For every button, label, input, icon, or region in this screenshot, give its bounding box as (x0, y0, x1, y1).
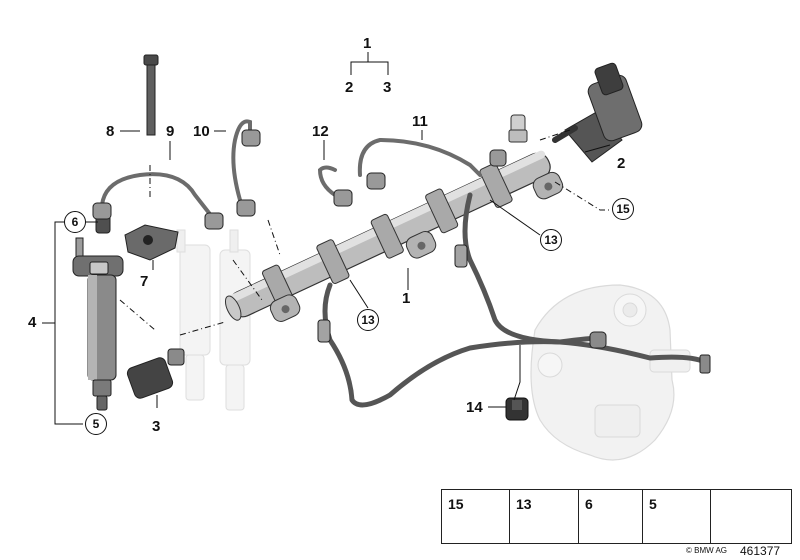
callout-5: 5 (85, 413, 107, 435)
callout-11: 11 (412, 113, 428, 130)
callout-1-rail: 1 (402, 290, 411, 307)
clamp-bolt (143, 54, 159, 136)
hp-line-fittings (317, 244, 711, 374)
injector (72, 214, 124, 411)
legend-number: 13 (516, 496, 532, 512)
rail-pressure-sensor (552, 62, 643, 163)
callout-10: 10 (193, 123, 210, 140)
callout-15: 15 (612, 198, 634, 220)
callout-1-top: 1 (363, 35, 372, 52)
pipe-grommet (505, 397, 529, 421)
callout-2-sensor: 2 (617, 155, 626, 172)
legend-cell-arrow (711, 490, 791, 543)
legend-cell-6: 6 (579, 490, 643, 543)
callout-3-bottom: 3 (152, 418, 161, 435)
high-pressure-pump-ghost (530, 284, 691, 461)
fuel-rail (224, 150, 564, 322)
parts-legend: 15 13 6 5 (441, 489, 792, 544)
callout-7: 7 (140, 273, 149, 290)
callout-6: 6 (64, 211, 86, 233)
legend-number: 5 (649, 496, 657, 512)
injector-pipes (100, 119, 482, 220)
high-pressure-lines (322, 192, 708, 408)
callout-9: 9 (166, 123, 175, 140)
dash-dot-lines (119, 129, 612, 336)
callout-13-mid: 13 (357, 309, 379, 331)
injector-clamp (124, 224, 179, 261)
callout-2-top: 2 (345, 79, 354, 96)
callout-14: 14 (466, 399, 483, 416)
diagram-number: 461377 (740, 544, 781, 558)
legend-cell-13: 13 (510, 490, 579, 543)
temperature-sensor (126, 348, 185, 399)
copyright: © BMW AG (686, 546, 728, 555)
rail-top-fitting (508, 114, 528, 143)
callout-8: 8 (106, 123, 115, 140)
callout-13-right: 13 (540, 229, 562, 251)
legend-number: 6 (585, 496, 593, 512)
legend-cell-5: 5 (643, 490, 711, 543)
legend-number: 15 (448, 496, 464, 512)
pipe-nuts (92, 129, 507, 230)
callout-3-top: 3 (383, 79, 392, 96)
legend-cell-15: 15 (442, 490, 510, 543)
callout-4: 4 (28, 314, 37, 331)
callout-12: 12 (312, 123, 329, 140)
